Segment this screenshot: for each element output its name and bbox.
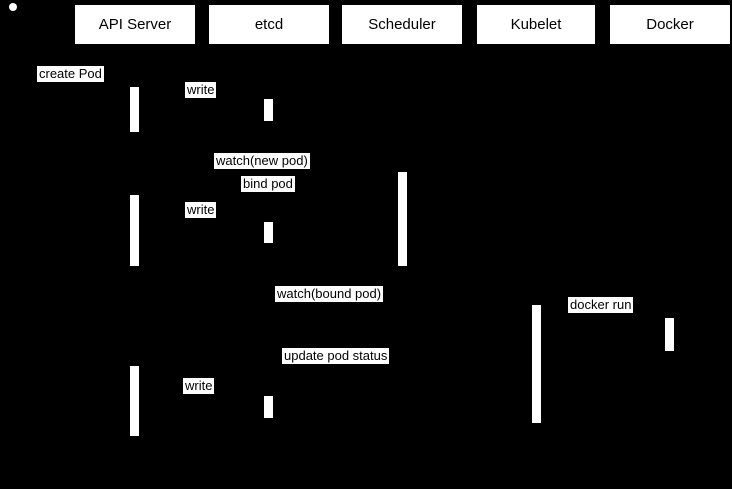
activation-bar-etcd-2 <box>263 221 274 244</box>
message-label-docker-run: docker run <box>568 297 634 313</box>
participant-kubelet: Kubelet <box>476 4 596 45</box>
participant-etcd: etcd <box>208 4 330 45</box>
participant-scheduler: Scheduler <box>341 4 463 45</box>
initial-node-icon <box>9 3 17 11</box>
participant-label: API Server <box>98 16 172 33</box>
message-label-write-2: write <box>185 202 217 218</box>
participant-label: Scheduler <box>368 16 436 33</box>
activation-bar-api-server-2 <box>129 194 140 267</box>
message-label-watch-bound-pod: watch(bound pod) <box>275 286 384 302</box>
participant-label: etcd <box>254 16 284 33</box>
activation-bar-docker <box>664 317 675 352</box>
participant-docker: Docker <box>609 4 731 45</box>
participant-api-server: API Server <box>74 4 196 45</box>
activation-bar-api-server-1 <box>129 86 140 133</box>
message-label-write-3: write <box>183 378 215 394</box>
participant-label: Docker <box>646 16 694 33</box>
message-label-watch-new-pod: watch(new pod) <box>214 153 310 169</box>
message-label-bind-pod: bind pod <box>241 176 295 192</box>
message-label-create-pod: create Pod <box>37 66 104 82</box>
message-label-write-1: write <box>185 82 217 98</box>
participant-label: Kubelet <box>510 16 562 33</box>
activation-bar-scheduler <box>397 171 408 267</box>
activation-bar-kubelet <box>531 304 542 424</box>
activation-bar-etcd-1 <box>263 98 274 122</box>
activation-bar-etcd-3 <box>263 395 274 419</box>
message-label-update-pod-status: update pod status <box>282 348 390 364</box>
activation-bar-api-server-3 <box>129 365 140 437</box>
